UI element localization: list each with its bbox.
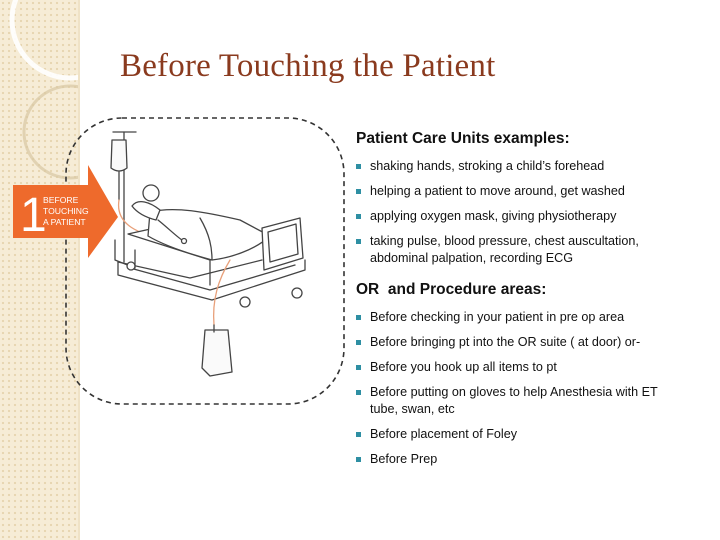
list-item: Before checking in your patient in pre o…: [356, 309, 706, 326]
list-item: taking pulse, blood pressure, chest ausc…: [356, 233, 706, 267]
ring-decoration-icon: [9, 0, 80, 180]
square-bullet-icon: [356, 189, 361, 194]
square-bullet-icon: [356, 390, 361, 395]
page-title: Before Touching the Patient: [120, 48, 496, 84]
square-bullet-icon: [356, 164, 361, 169]
or-procedure-list: Before checking in your patient in pre o…: [356, 309, 706, 468]
list-item: shaking hands, stroking a child’s forehe…: [356, 158, 706, 175]
patient-illustration: 1 BEFORE TOUCHING A PATIENT: [13, 117, 345, 405]
section-patient-care: Patient Care Units examples: shaking han…: [356, 130, 706, 267]
patient-care-list: shaking hands, stroking a child’s forehe…: [356, 158, 706, 267]
section-or-procedure: OR and Procedure areas: Before checking …: [356, 281, 706, 468]
section-heading-or-procedure: OR and Procedure areas:: [356, 281, 547, 298]
badge-line-1: BEFORE: [43, 195, 79, 205]
list-item: Before placement of Foley: [356, 426, 706, 443]
badge-line-3: A PATIENT: [43, 217, 86, 227]
square-bullet-icon: [356, 239, 361, 244]
badge-arrow-shape: [13, 165, 118, 258]
list-item: helping a patient to move around, get wa…: [356, 183, 706, 200]
section-heading-patient-care: Patient Care Units examples:: [356, 130, 570, 147]
list-item: Before bringing pt into the OR suite ( a…: [356, 334, 706, 351]
list-item: Before you hook up all items to pt: [356, 359, 706, 376]
square-bullet-icon: [356, 457, 361, 462]
hospital-bed-patient-icon: [110, 131, 306, 377]
square-bullet-icon: [356, 340, 361, 345]
list-item: Before Prep: [356, 451, 706, 468]
sidebar-edge: [78, 0, 80, 540]
list-item: applying oxygen mask, giving physiothera…: [356, 208, 706, 225]
square-bullet-icon: [356, 315, 361, 320]
square-bullet-icon: [356, 214, 361, 219]
square-bullet-icon: [356, 432, 361, 437]
badge-line-2: TOUCHING: [43, 206, 89, 216]
content-panel: Patient Care Units examples: shaking han…: [356, 130, 706, 476]
square-bullet-icon: [356, 365, 361, 370]
dashed-frame: [65, 117, 345, 405]
list-item: Before putting on gloves to help Anesthe…: [356, 384, 706, 418]
badge-number: 1: [20, 189, 47, 242]
moment-badge: 1 BEFORE TOUCHING A PATIENT: [13, 165, 118, 258]
